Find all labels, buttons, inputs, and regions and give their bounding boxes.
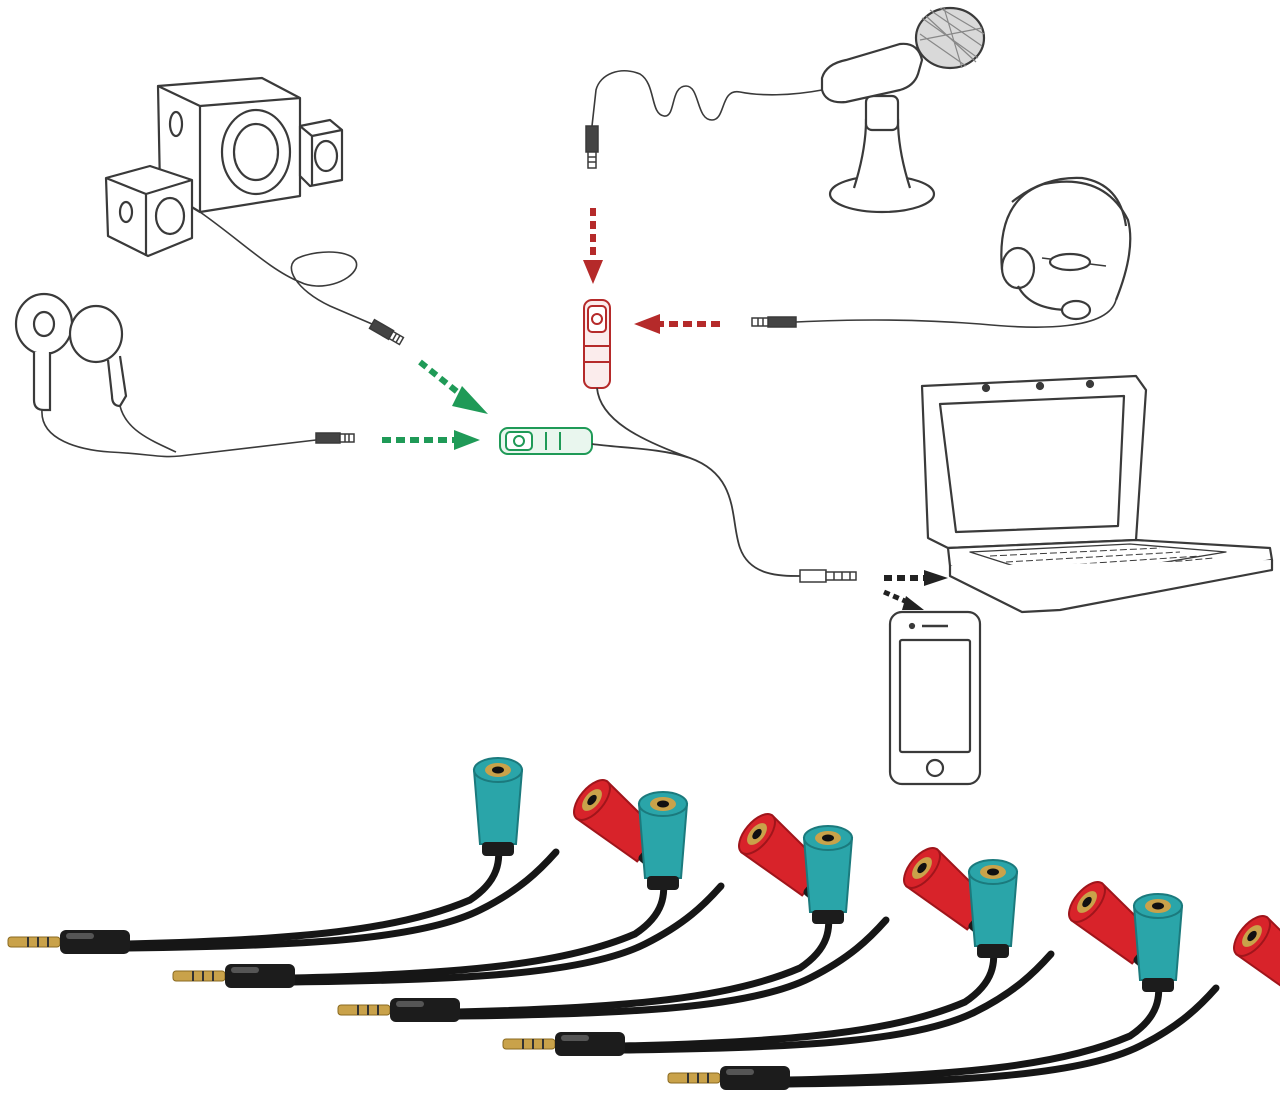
speaker-arrow-icon (418, 359, 488, 414)
splitter-cable-icon (7, 757, 667, 954)
teal-socket-icon (802, 825, 854, 924)
headset-icon (1000, 176, 1132, 321)
teal-socket-icon (1132, 893, 1184, 992)
splitter-plug-icon (799, 569, 857, 583)
speaker-plug-icon (368, 318, 405, 346)
earphones-icon (14, 292, 128, 412)
splitter-cable-group (7, 757, 1280, 1090)
microphone-plug-icon (585, 125, 599, 169)
laptop-icon (920, 374, 1274, 614)
laptop-arrow-icon (884, 570, 948, 586)
red-socket-icon (583, 299, 611, 389)
earphone-plug-icon (315, 432, 355, 444)
earphone-cable (41, 405, 317, 458)
splitter-main-cable (591, 387, 801, 577)
earphone-arrow-icon (382, 430, 480, 450)
headset-plug-icon (751, 316, 797, 328)
teal-socket-icon (637, 791, 689, 890)
phone-arrow-icon (883, 589, 924, 610)
headset-arrow-icon (634, 314, 720, 334)
smartphone-icon (888, 610, 982, 786)
teal-socket-icon (472, 757, 524, 856)
splitter-cable-icon (172, 791, 832, 988)
microphone-arrow-icon (583, 208, 603, 284)
splitter-cable-icon (667, 893, 1280, 1090)
speakers-icon (104, 76, 344, 258)
microphone-cable (591, 70, 823, 127)
speaker-cable (199, 211, 373, 325)
red-socket-icon (1233, 915, 1280, 999)
microphone-icon (820, 6, 986, 214)
headset-cable (795, 299, 1117, 328)
teal-socket-icon (967, 859, 1019, 958)
green-socket-icon (499, 427, 593, 455)
